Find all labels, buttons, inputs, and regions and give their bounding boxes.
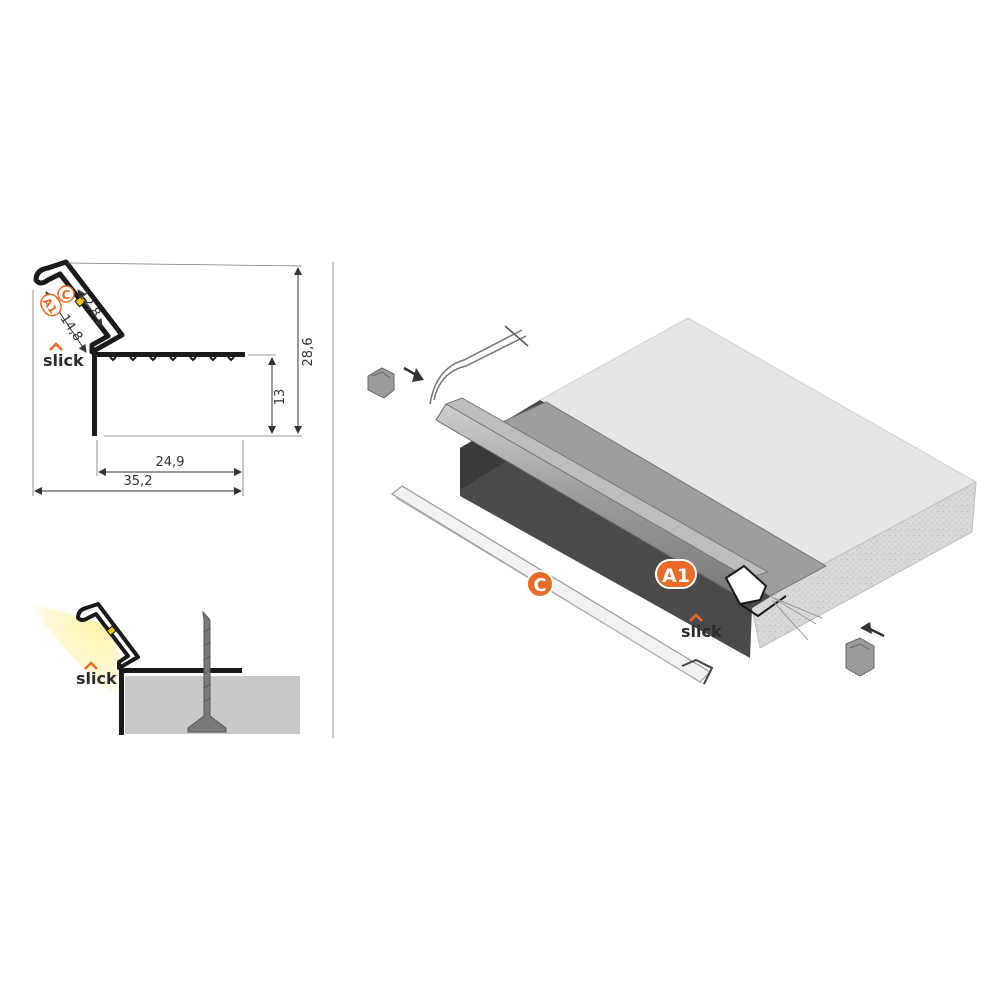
arrow-icon-left [403,366,424,382]
end-cap-icon-right [845,637,875,677]
cable-end [504,325,529,347]
badge-c: C [526,570,554,598]
badge-a1: A1 [655,559,697,589]
dim-total-height: 28,6 [301,338,316,367]
svg-text:slick: slick [681,622,722,641]
led-wires [769,595,823,641]
arrow-icon-right [860,622,885,638]
mounted-led-chip [106,625,117,636]
slick-logo-mark [49,342,63,351]
power-cable [429,329,527,405]
profile-cross-section: 28,6 13 24,9 35,2 12,8 14,8 C A1 sl [32,259,316,496]
profile-end-inner [739,595,787,618]
svg-text:C: C [62,288,71,302]
installation-3d-view: A1 C slick [367,317,978,685]
dim-step-height: 13 [273,389,288,406]
profile-end-section [724,564,768,606]
slick-logo: slick [43,342,84,370]
slick-logo-2: slick [76,661,117,688]
light-glow [28,602,124,700]
ext-line-top [67,262,303,267]
badge-c-small: C [57,285,75,303]
svg-text:slick: slick [43,351,84,370]
screw-icon [187,610,227,733]
svg-text:A1: A1 [662,565,690,587]
mounting-illustration: slick [28,602,300,735]
mounted-diagonal [76,602,140,670]
profile-diagonal-channel [33,259,125,355]
dim-overall-width: 35,2 [124,474,153,489]
end-cap-icon-left [367,367,395,399]
badge-a1-small: A1 [40,293,62,317]
diffuser-end-profile [681,658,714,685]
svg-text:slick: slick [76,669,117,688]
profile-diagonal-lip [444,397,770,579]
dim-base-width: 24,9 [156,455,185,470]
profile-top-teeth [109,356,235,362]
dim-diag-outer: 14,8 [57,312,86,344]
slick-logo-3: slick [681,613,722,641]
profile-outline [92,352,245,436]
svg-text:C: C [533,575,546,596]
